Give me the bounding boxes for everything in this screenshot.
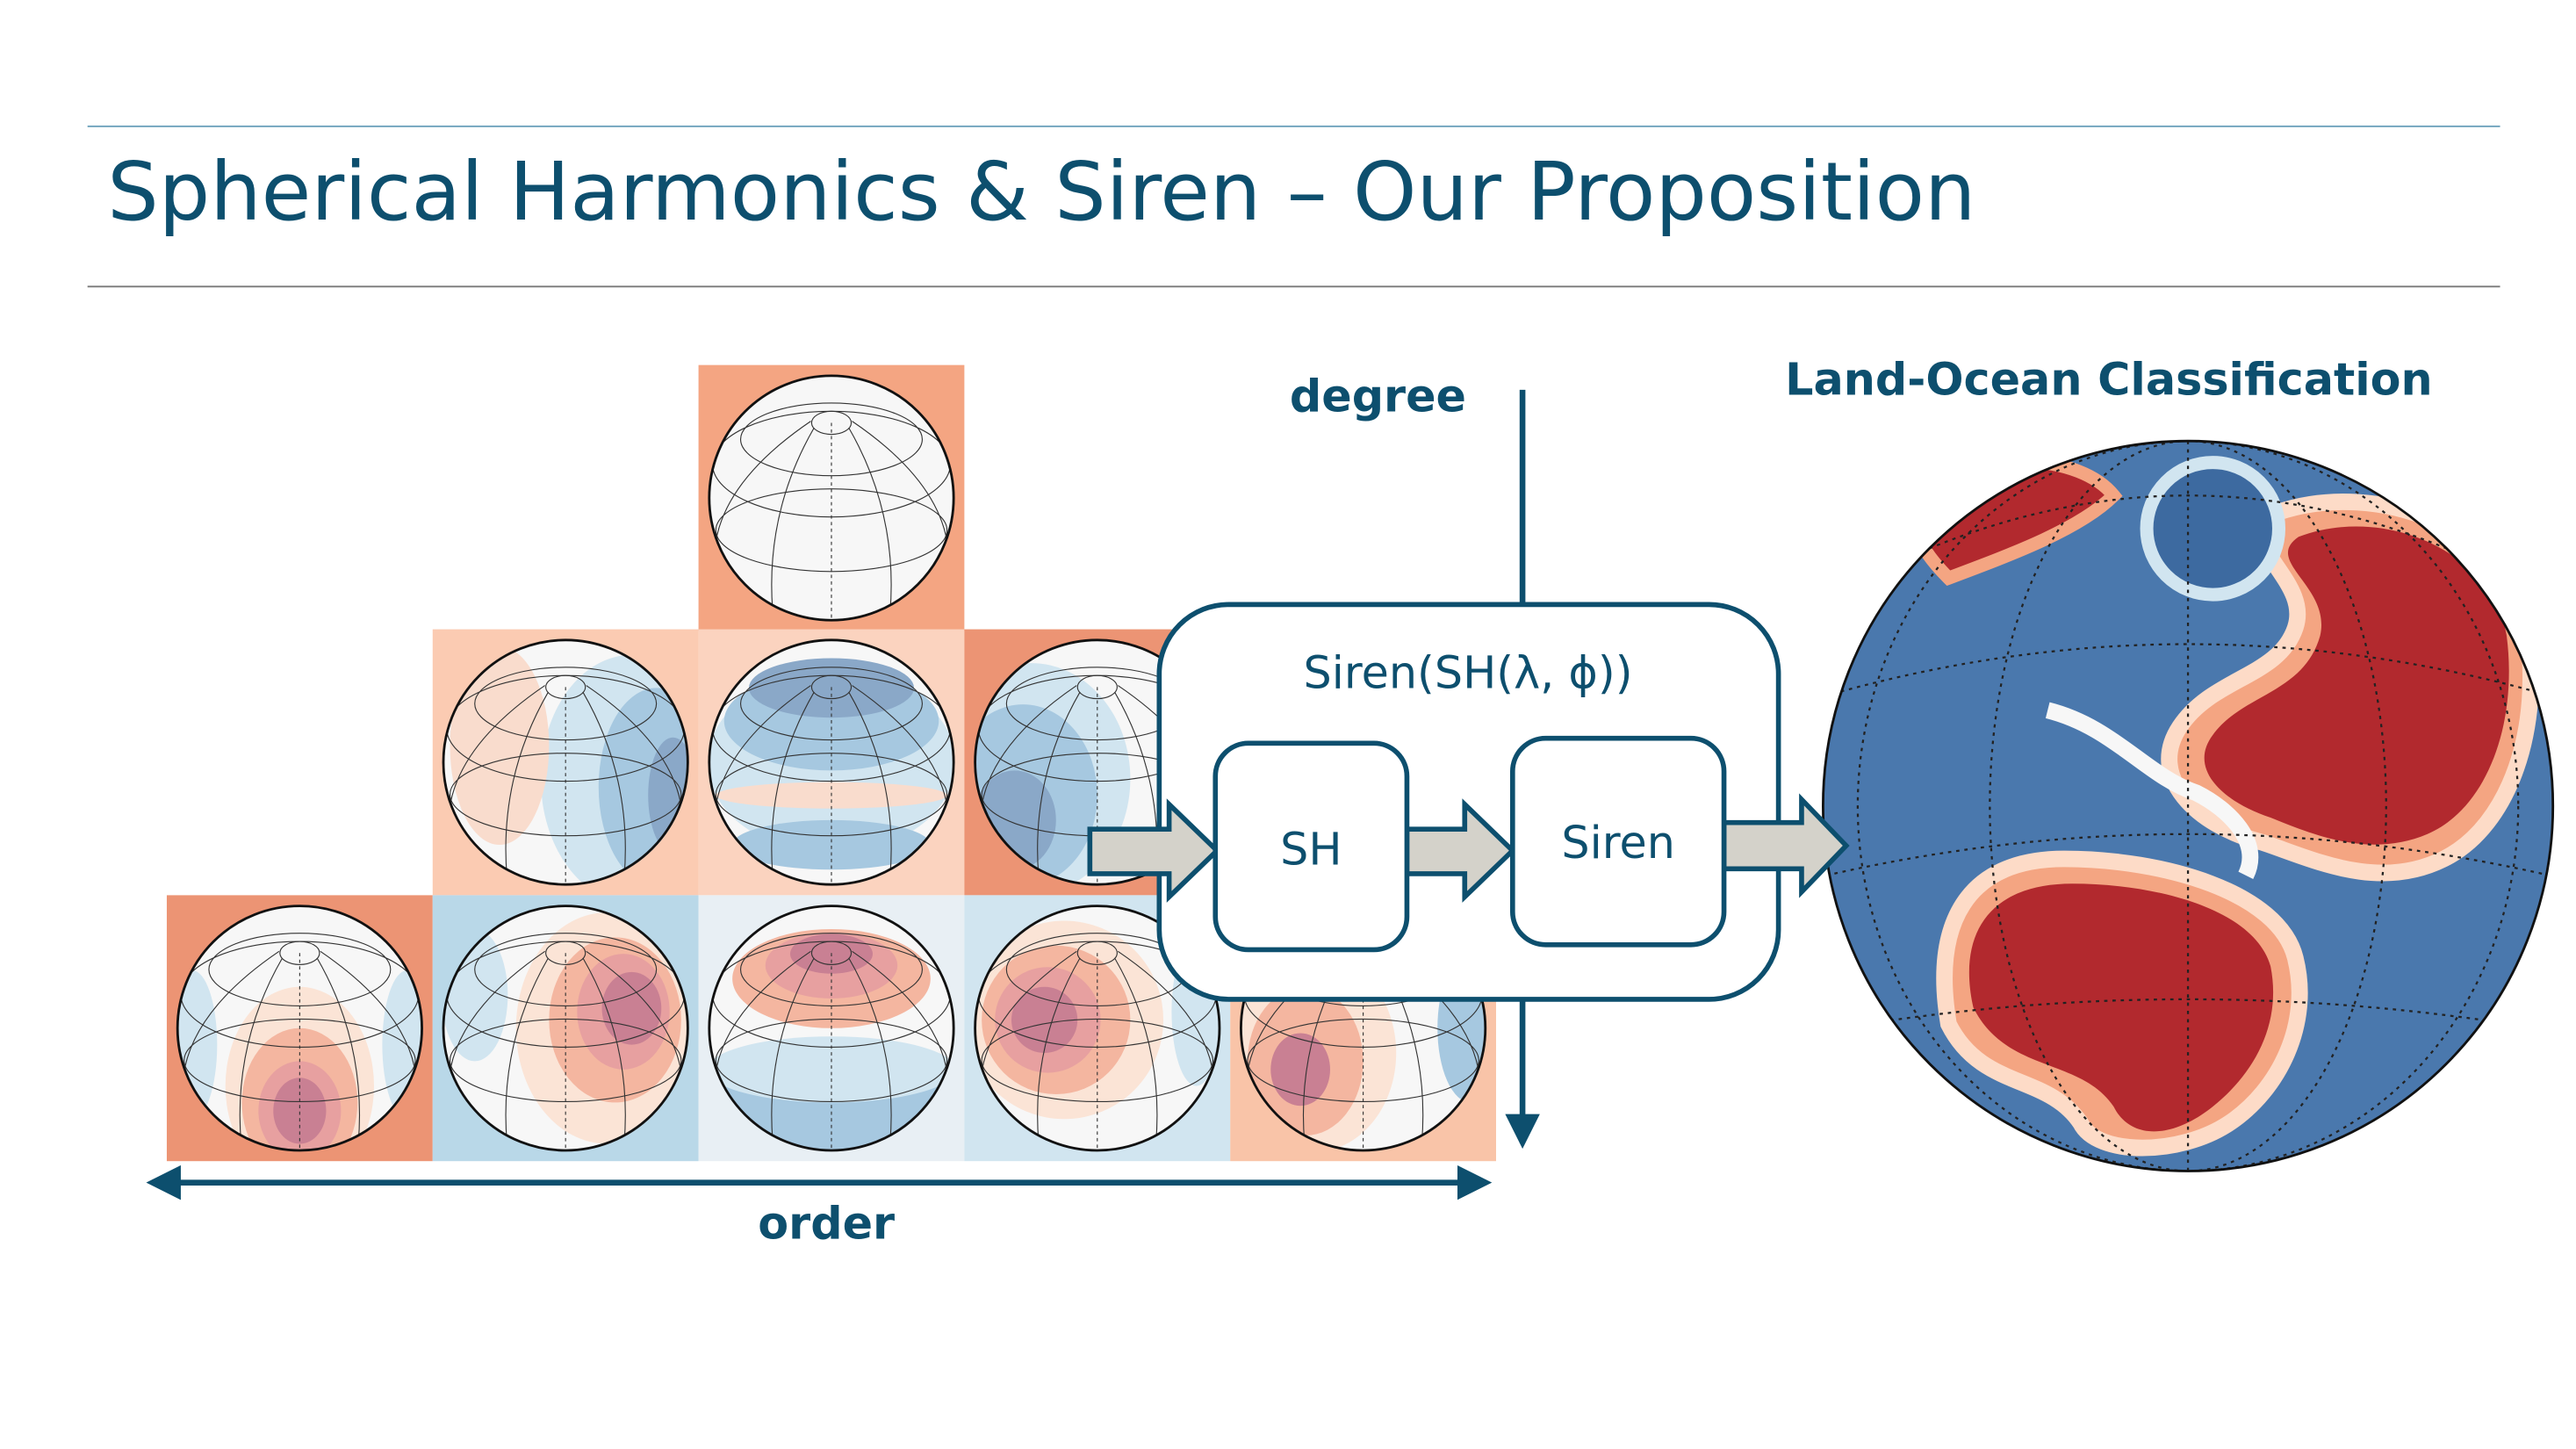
harmonic-tile (432, 629, 699, 896)
land-ocean-globe (1821, 439, 2555, 1172)
harmonic-globe (708, 638, 955, 886)
harmonic-globe (442, 638, 689, 886)
harmonic-globe (176, 905, 423, 1152)
harmonic-tile (166, 895, 433, 1162)
degree-axis-label: degree (1289, 371, 1466, 423)
harmonic-tile (964, 895, 1231, 1162)
bottom-rule (87, 285, 2500, 288)
model-formula-label: Siren(SH(λ, ϕ)) (1303, 648, 1633, 700)
sh-label: SH (1280, 825, 1342, 876)
top-rule (87, 125, 2500, 127)
siren-box (1509, 735, 1727, 948)
slide-title: Spherical Harmonics & Siren – Our Propos… (107, 145, 1976, 240)
order-axis-label: order (758, 1199, 896, 1251)
harmonic-globe (974, 905, 1221, 1152)
harmonic-globe (442, 905, 689, 1152)
harmonic-tile (698, 364, 965, 631)
output-arrow (1721, 793, 1850, 898)
harmonic-tile (432, 895, 699, 1162)
output-title: Land-Ocean Classification (1785, 355, 2433, 407)
harmonic-tile (698, 629, 965, 896)
sh-box (1212, 740, 1410, 953)
siren-label: Siren (1561, 818, 1675, 870)
harmonic-globe (708, 905, 955, 1152)
harmonic-globe (708, 374, 955, 622)
sh-to-siren-arrow (1404, 798, 1516, 903)
harmonic-tile (698, 895, 965, 1162)
input-arrow (1087, 798, 1221, 903)
